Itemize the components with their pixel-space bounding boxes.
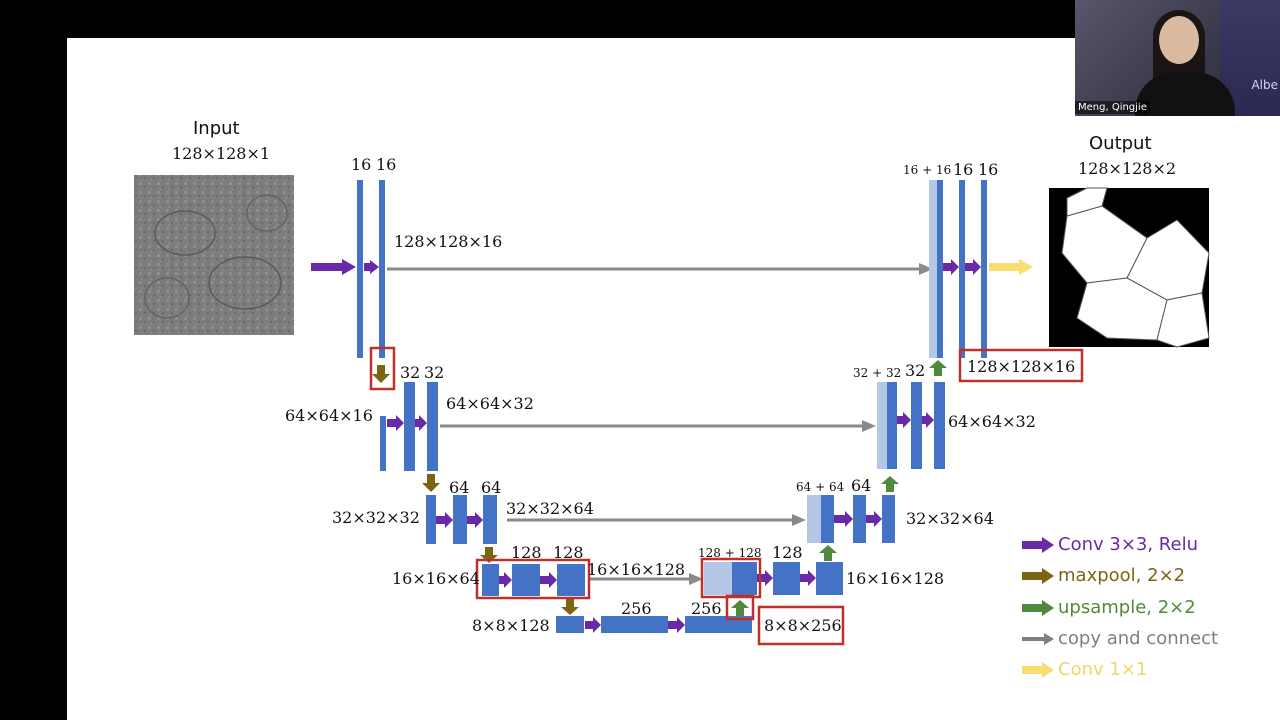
enc2-ch-b: 32 (424, 363, 445, 382)
dec3-concat: 64 + 64 (796, 480, 845, 494)
input-image (134, 175, 294, 335)
legend-upsample-arrow (1022, 599, 1054, 616)
dec1-concat: 16 + 16 (903, 163, 952, 177)
feature-blocks (357, 180, 987, 633)
enc1-ch-a: 16 (351, 155, 372, 174)
legend-conv-arrow (1022, 536, 1054, 553)
copied-blocks (704, 180, 937, 595)
legend-copy-label: copy and connect (1058, 628, 1219, 649)
dec1-out: 128×128×16 (967, 357, 1076, 376)
presenter-body (1135, 72, 1235, 116)
legend-maxpool-arrow (1022, 567, 1054, 584)
enc1-size: 128×128×16 (394, 232, 503, 251)
legend-maxpool: maxpool, 2×2 (1022, 565, 1185, 586)
webcam-thumbnail[interactable]: Albe Meng, Qingjie (1075, 0, 1280, 116)
enc3-ch-b: 64 (481, 478, 502, 497)
bottleneck-ch-b: 256 (691, 599, 722, 618)
legend-copy: copy and connect (1022, 628, 1218, 649)
enc3-in: 32×32×32 (332, 508, 420, 527)
dec3-size: 32×32×64 (906, 509, 994, 528)
enc3-size: 32×32×64 (506, 499, 594, 518)
bottleneck-in: 8×8×128 (472, 616, 550, 635)
enc2-size: 64×64×32 (446, 394, 534, 413)
dec2-ch: 32 (905, 361, 926, 380)
output-mask (1049, 187, 1210, 348)
enc2-ch-a: 32 (400, 363, 421, 382)
enc4-ch-a: 128 (511, 543, 542, 562)
highlight-boxes (369, 346, 1084, 646)
dec4-size: 16×16×128 (846, 569, 945, 588)
bottleneck-ch-a: 256 (621, 599, 652, 618)
enc4-in: 16×16×64 (392, 569, 480, 588)
dec4-concat: 128 + 128 (698, 546, 762, 560)
conv-arrows (311, 259, 981, 633)
dec2-size: 64×64×32 (948, 412, 1036, 431)
legend-conv1x1: Conv 1×1 (1022, 659, 1147, 680)
bottleneck-out: 8×8×256 (764, 616, 842, 635)
enc1-ch-b: 16 (376, 155, 397, 174)
presenter-name: Meng, Qingjie (1075, 101, 1150, 114)
output-title: Output (1089, 133, 1152, 154)
presenter-face (1159, 16, 1199, 64)
enc3-ch-a: 64 (449, 478, 470, 497)
webcam-brand-text: Albe (1251, 78, 1278, 92)
dec3-ch: 64 (851, 476, 872, 495)
unet-diagram (134, 175, 1210, 646)
copy-arrows (387, 263, 933, 585)
dec4-ch: 128 (772, 543, 803, 562)
enc4-size: 16×16×128 (587, 560, 686, 579)
output-size: 128×128×2 (1078, 159, 1177, 178)
slide: Input 128×128×1 Output 128×128×2 16 16 1… (67, 38, 1280, 720)
legend-conv-label: Conv 3×3, Relu (1058, 534, 1198, 555)
legend-copy-arrow (1022, 632, 1054, 645)
enc4-ch-b: 128 (553, 543, 584, 562)
legend-conv1x1-arrow (1022, 661, 1054, 678)
legend-conv: Conv 3×3, Relu (1022, 534, 1198, 555)
legend-upsample: upsample, 2×2 (1022, 597, 1196, 618)
upsample-arrows (731, 360, 947, 616)
input-size: 128×128×1 (172, 144, 271, 163)
enc2-in: 64×64×16 (285, 406, 373, 425)
legend-maxpool-label: maxpool, 2×2 (1058, 565, 1186, 586)
legend-conv1x1-label: Conv 1×1 (1058, 659, 1148, 680)
dec1-ch-a: 16 (953, 160, 974, 179)
dec2-concat: 32 + 32 (853, 366, 902, 380)
legend-upsample-label: upsample, 2×2 (1058, 597, 1196, 618)
input-title: Input (193, 118, 240, 139)
conv1x1-arrow (989, 259, 1033, 275)
dec1-ch-b: 16 (978, 160, 999, 179)
